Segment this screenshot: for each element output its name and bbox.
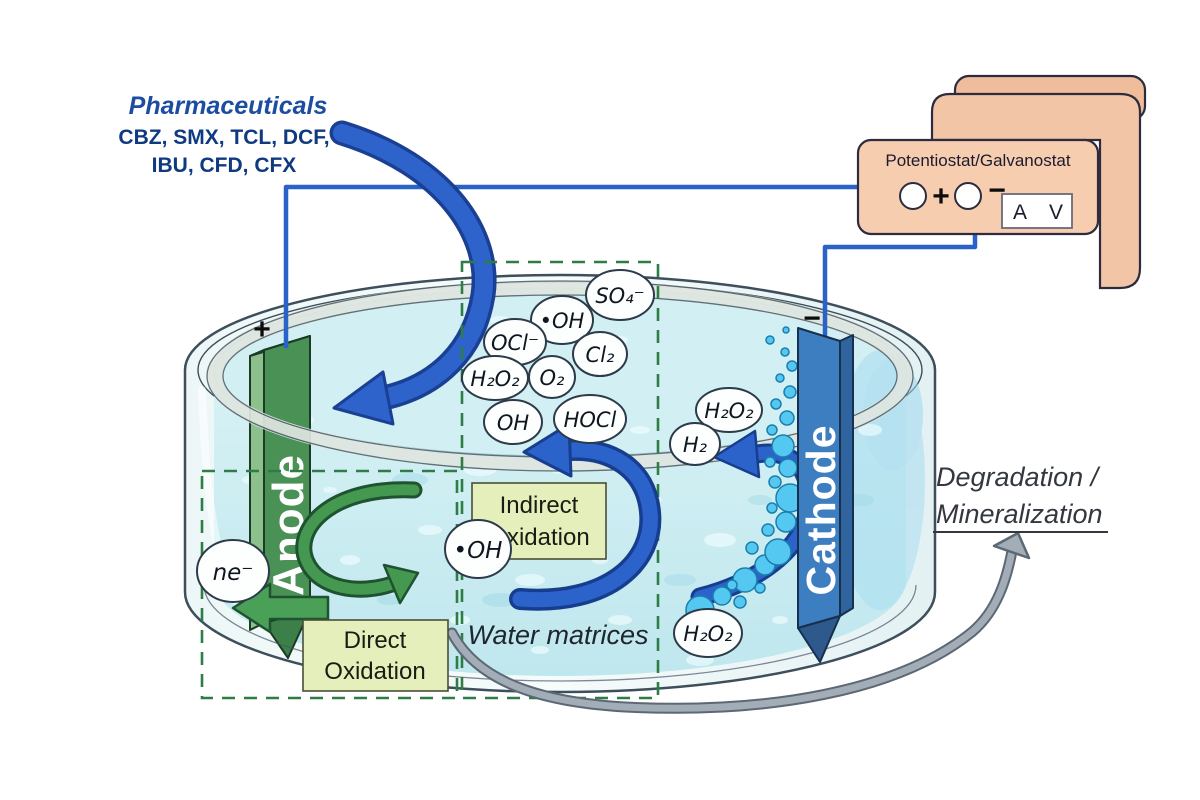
bubble-oh-anode	[444, 519, 512, 579]
degradation-label-1: Degradation /	[936, 462, 1101, 492]
arrow-anode-oh-cycle	[295, 481, 423, 605]
cathode-bottom-tip	[797, 615, 841, 663]
arrow-indirect-cycle	[509, 422, 662, 611]
negative-terminal[interactable]	[954, 182, 982, 210]
bubble-ne	[196, 539, 270, 603]
direct-oxidation-label-1: Direct	[344, 627, 407, 654]
pharmaceuticals-line1: CBZ, SMX, TCL, DCF,	[118, 126, 329, 149]
bubble-cl2	[572, 331, 628, 377]
device-label: Potentiostat/Galvanostat	[885, 151, 1071, 170]
ne-label: ne⁻	[213, 560, 254, 586]
anode-plus-sign: +	[253, 313, 271, 346]
species-bubbles	[196, 269, 763, 658]
direct-oxidation-label-2: Oxidation	[324, 658, 425, 685]
cathode-minus-sign: −	[803, 302, 821, 335]
pharmaceuticals-annotation: Pharmaceuticals CBZ, SMX, TCL, DCF, IBU,…	[118, 92, 329, 177]
degradation-annotation: Degradation / Mineralization	[933, 462, 1108, 533]
device-body-3d	[930, 92, 1142, 290]
h2-label: H₂	[683, 433, 708, 457]
voltmeter-label: V	[1049, 201, 1063, 224]
water-matrices-label: Water matrices	[467, 620, 648, 650]
bubble-oh-radical	[530, 295, 594, 345]
bubble-h2	[669, 422, 721, 466]
cl2-label: Cl₂	[586, 343, 615, 367]
oh-label: OH	[497, 411, 530, 435]
arrow-pharma-to-cell	[329, 120, 497, 426]
h2o2-bottom-label: H₂O₂	[683, 622, 733, 646]
positive-terminal[interactable]	[899, 182, 927, 210]
arrow-degradation	[446, 531, 1031, 714]
indirect-oxidation-label-1: Indirect	[500, 492, 579, 519]
oh-radical-label: •OH	[540, 309, 585, 333]
direct-oxidation-box: Direct Oxidation	[302, 619, 449, 692]
cathode-label: Cathode	[798, 425, 844, 596]
ocl-label: OCl⁻	[491, 331, 539, 355]
bubble-so4	[585, 269, 655, 321]
device-plus-sign: +	[932, 180, 950, 213]
arrow-electron-out	[231, 582, 330, 634]
bubble-hocl	[553, 394, 627, 444]
bubble-oh	[483, 399, 543, 445]
wire-positive	[283, 184, 905, 348]
pharmaceuticals-title: Pharmaceuticals	[129, 92, 328, 120]
pharmaceuticals-line2: IBU, CFD, CFX	[152, 154, 297, 177]
beaker-inner-bottom-line	[203, 584, 917, 682]
h2o2-top-label: H₂O₂	[704, 399, 754, 423]
cathode-electrode	[797, 327, 854, 663]
o2-label: O₂	[540, 366, 566, 390]
so4-label: SO₄⁻	[595, 284, 644, 308]
bubble-h2o2-bottom	[673, 608, 743, 658]
potentiostat-device: Potentiostat/Galvanostat + − A V	[856, 74, 1147, 290]
degradation-label-2: Mineralization	[936, 499, 1103, 529]
ammeter-label: A	[1013, 201, 1027, 224]
bubble-h2o2-top	[695, 387, 763, 433]
bubble-o2	[528, 355, 576, 399]
hocl-label: HOCl	[564, 408, 617, 432]
meter-display	[1001, 193, 1073, 229]
h2o2-mid-label: H₂O₂	[470, 367, 520, 391]
species-labels: SO₄⁻ •OH OCl⁻ Cl₂ H₂O₂ O₂ OH HOCl H₂O₂ H…	[213, 284, 755, 646]
bubble-h2o2-mid	[461, 355, 529, 401]
oh-anode-label: •OH	[454, 538, 503, 564]
